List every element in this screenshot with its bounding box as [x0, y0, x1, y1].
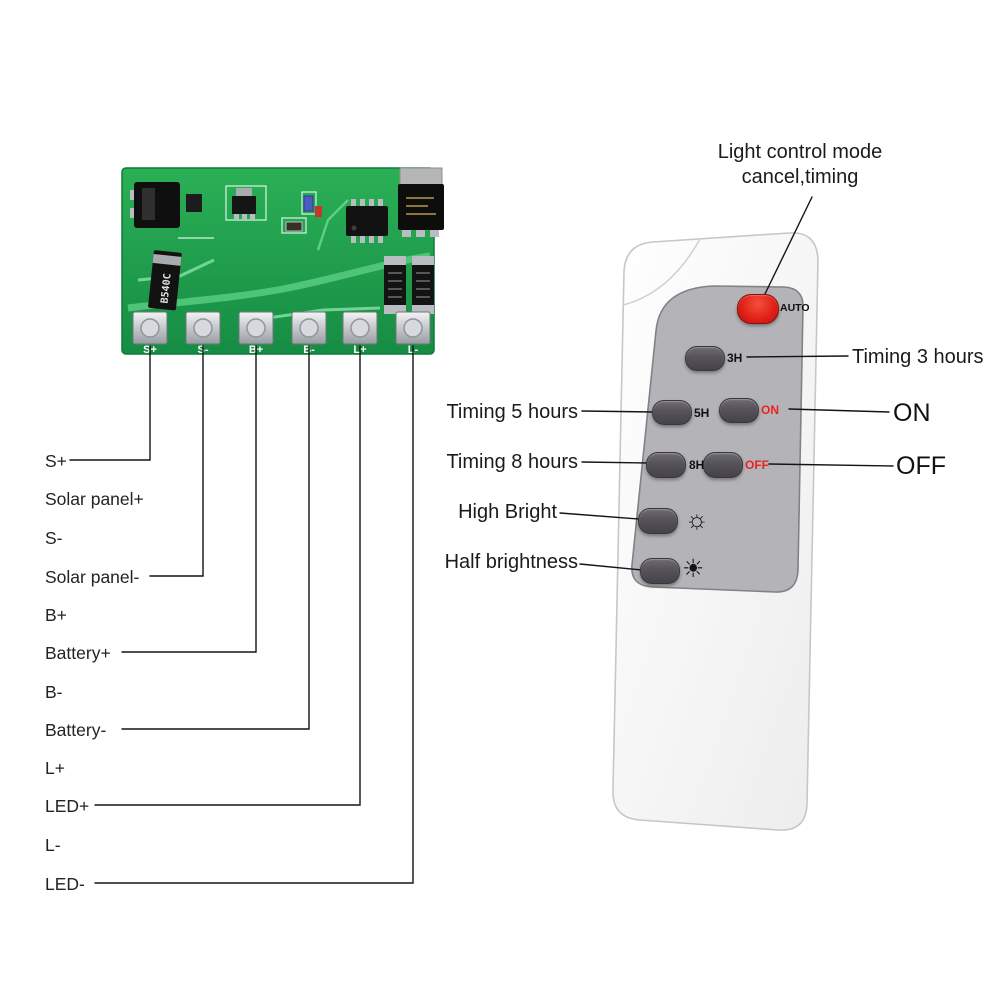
auto-button[interactable] [737, 294, 779, 324]
half-brightness-line [579, 563, 643, 571]
annotation-lines [69, 196, 894, 884]
wire-label-b-plus: B+ [45, 605, 67, 625]
pcb-diode-label: B540C [160, 273, 174, 304]
wire-line-l-minus [94, 345, 414, 884]
wire-line-l-plus [94, 345, 361, 806]
pcb-smd-blue-part [303, 195, 314, 212]
auto-button-label: AUTO [780, 302, 810, 314]
wire-label-s-plus: S+ [45, 451, 67, 471]
wire-label-led-minus: LED- [45, 874, 85, 894]
pcb-transistor [232, 188, 256, 220]
timer-3h-button-label: 3H [727, 351, 743, 365]
timing-5h-line [581, 410, 654, 413]
timing-5h-note: Timing 5 hours [446, 401, 578, 423]
off-button-label: OFF [745, 458, 769, 472]
timer-3h-button[interactable] [685, 346, 725, 371]
pcb-pad-s-plus [132, 311, 168, 345]
high-bright-note: High Bright [458, 501, 557, 523]
on-line [788, 408, 890, 413]
wire-line-b-minus [121, 345, 310, 730]
half-bright-icon: ☀ [682, 555, 705, 583]
high-bright-line [559, 512, 640, 520]
wire-label-solar-panel-minus: Solar panel- [45, 567, 140, 587]
pcb-pads [132, 311, 431, 345]
off-note: OFF [896, 452, 946, 480]
wire-line-s-minus [149, 345, 204, 577]
wire-line-b-plus [121, 345, 257, 653]
on-button[interactable] [719, 398, 759, 423]
light-control-note-line2: cancel,timing [741, 166, 859, 188]
high-bright-button[interactable] [638, 508, 678, 534]
timer-8h-button[interactable] [646, 452, 686, 478]
wire-label-led-plus: LED+ [45, 796, 90, 816]
timing-3h-note: Timing 3 hours [852, 346, 984, 368]
pcb-pad-l-minus [395, 311, 431, 345]
wire-label-battery-plus: Battery+ [45, 643, 111, 663]
auto-pointer-line [763, 196, 813, 297]
wire-label-l-plus: L+ [45, 758, 65, 778]
timing-8h-line [581, 461, 650, 464]
pcb: B540C [121, 167, 444, 356]
pcb-pad-l-plus [342, 311, 378, 345]
off-button[interactable] [703, 452, 743, 478]
wire-line-s-plus [69, 345, 151, 461]
remote-keypad-panel [631, 285, 804, 593]
pcb-meander-resistor-1 [384, 256, 406, 314]
light-control-note-line1: Light control mode [717, 141, 883, 163]
pcb-ic-chip [346, 199, 388, 243]
on-button-label: ON [761, 403, 779, 417]
on-note: ON [893, 399, 931, 427]
wire-label-solar-panel-plus: Solar panel+ [45, 489, 144, 509]
wire-label-battery-minus: Battery- [45, 720, 107, 740]
half-brightness-note: Half brightness [444, 551, 578, 573]
timer-5h-button[interactable] [652, 400, 692, 425]
pcb-smd-resistor [285, 221, 303, 232]
timing-8h-note: Timing 8 hours [446, 451, 578, 473]
pcb-diode-b540c: B540C [148, 250, 182, 311]
pcb-capacitor [186, 194, 202, 212]
pcb-smd-red-part [315, 206, 322, 217]
pcb-inductor [130, 182, 180, 228]
timer-8h-button-label: 8H [689, 458, 705, 472]
pcb-pad-b-plus [238, 311, 274, 345]
pcb-pad-s-minus [185, 311, 221, 345]
high-bright-icon: ☼ [685, 504, 709, 534]
wire-label-l-minus: L- [45, 835, 61, 855]
timing-3h-line [746, 355, 849, 358]
remote-seam-line [622, 238, 701, 306]
pcb-meander-resistor-2 [412, 256, 434, 314]
timer-5h-button-label: 5H [694, 406, 710, 420]
wire-label-b-minus: B- [45, 682, 63, 702]
off-line [768, 463, 894, 467]
pcb-pad-b-minus [291, 311, 327, 345]
half-bright-button[interactable] [640, 558, 680, 584]
wire-label-s-minus: S- [45, 528, 63, 548]
pcb-mosfet [398, 167, 444, 237]
